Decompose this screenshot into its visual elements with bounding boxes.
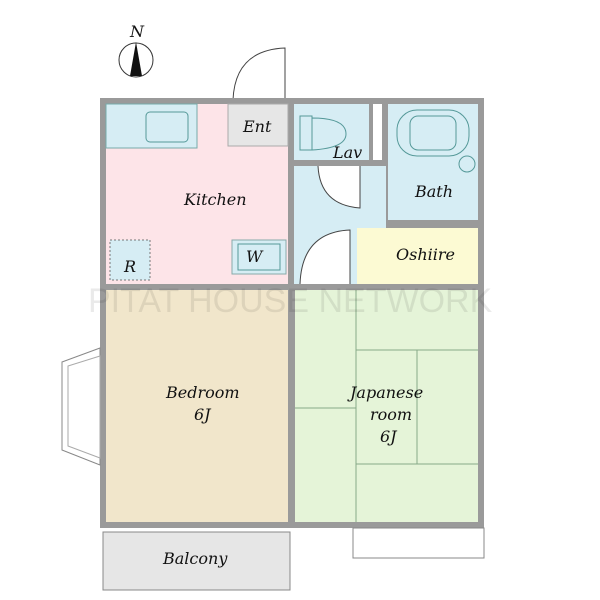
entrance-door bbox=[232, 47, 286, 101]
toilet-tank bbox=[299, 115, 313, 151]
toilet-icon bbox=[311, 117, 347, 151]
bedroom-area bbox=[106, 290, 288, 522]
window-ledge bbox=[352, 527, 485, 559]
oshiire-area bbox=[357, 228, 478, 284]
balcony-area bbox=[102, 531, 291, 591]
tatami-lines bbox=[295, 290, 478, 522]
compass-icon bbox=[118, 42, 154, 78]
watermark: PITAT HOUSE NETWORK bbox=[88, 282, 493, 320]
lavatory-door bbox=[317, 165, 361, 209]
washer-label: W bbox=[246, 247, 264, 266]
bath-label: Bath bbox=[414, 182, 453, 201]
bedroom-size: 6J bbox=[194, 405, 212, 424]
bedroom-label: Bedroom bbox=[165, 383, 240, 402]
bedroom-door bbox=[299, 229, 351, 285]
lavatory-label: Lav bbox=[332, 143, 362, 162]
japanese-room-label-2: room bbox=[370, 405, 412, 424]
refrigerator-space bbox=[109, 239, 151, 281]
refrigerator-label: R bbox=[123, 257, 136, 276]
bathtub-icon bbox=[396, 109, 470, 157]
japanese-room-label: Japanese bbox=[347, 383, 423, 402]
basin-icon bbox=[458, 155, 476, 173]
washer-icon bbox=[237, 243, 281, 271]
entrance-area bbox=[227, 103, 289, 147]
sink-icon bbox=[145, 111, 189, 143]
balcony-label: Balcony bbox=[162, 549, 228, 568]
compass-label: N bbox=[129, 22, 145, 41]
washer-space bbox=[231, 239, 287, 275]
japanese-room-area bbox=[295, 290, 478, 522]
shaft bbox=[373, 104, 382, 160]
kitchen-label: Kitchen bbox=[183, 190, 247, 209]
oshiire-label: Oshiire bbox=[396, 245, 455, 264]
entrance-label: Ent bbox=[242, 117, 272, 136]
japanese-room-size: 6J bbox=[380, 427, 398, 446]
